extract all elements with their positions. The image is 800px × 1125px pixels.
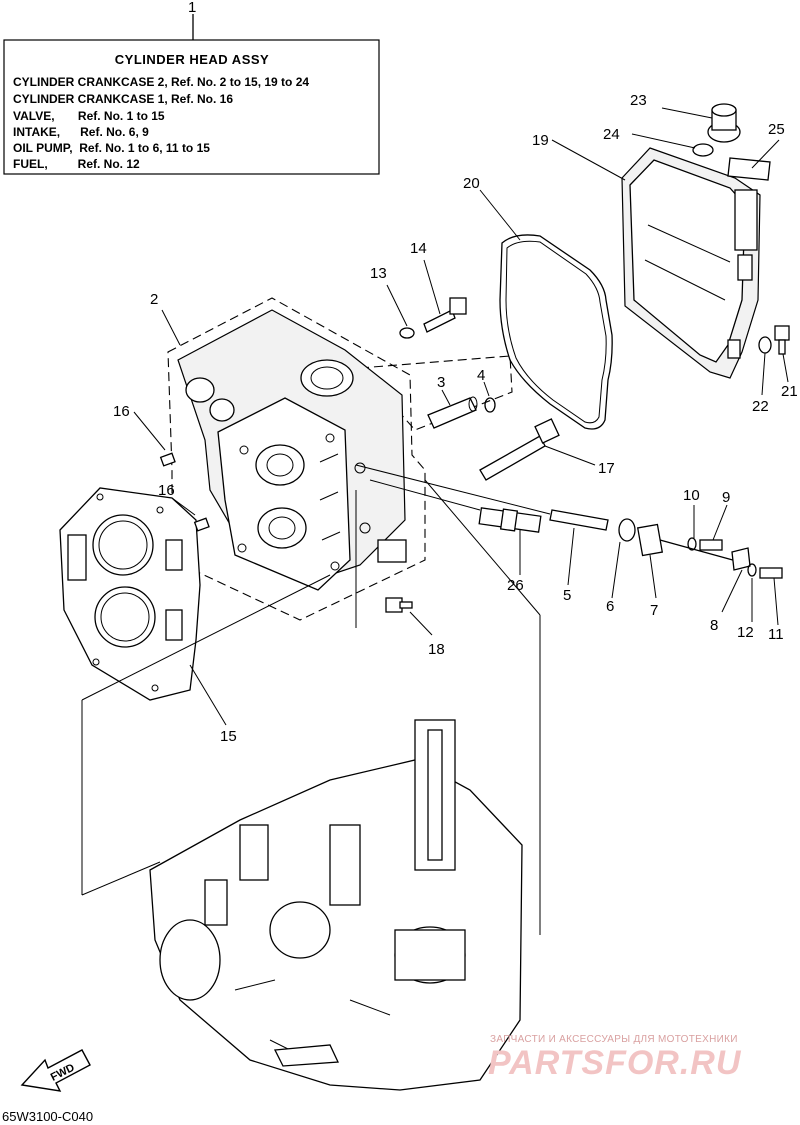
callout-16a[interactable]: 16 (113, 403, 130, 420)
label-part-25 (727, 157, 771, 181)
callout-4[interactable]: 4 (477, 367, 485, 384)
callout-19[interactable]: 19 (532, 132, 549, 149)
cylinder-head-part-2 (167, 297, 513, 621)
washer-part-22 (758, 336, 772, 354)
callout-5[interactable]: 5 (563, 587, 571, 604)
legend-line-6: FUEL, Ref. No. 12 (13, 157, 140, 171)
callout-numbers: 2 3 4 5 6 7 8 9 10 11 12 13 14 15 16 16 … (113, 92, 798, 745)
callout-16b[interactable]: 16 (158, 482, 175, 499)
oil-seal-part-6 (618, 518, 636, 542)
washer-part-13 (399, 327, 415, 339)
spark-plug-part-26 (478, 507, 542, 533)
part-4-ring (484, 397, 496, 413)
callout-23[interactable]: 23 (630, 92, 647, 109)
legend-ref-number[interactable]: 1 (188, 0, 196, 16)
callout-11[interactable]: 11 (768, 626, 784, 643)
callout-22[interactable]: 22 (752, 398, 769, 415)
part-8-clip (731, 547, 751, 571)
legend-title: CYLINDER HEAD ASSY (115, 52, 269, 67)
callout-24[interactable]: 24 (603, 126, 620, 143)
head-cover-part-19 (621, 147, 761, 379)
callout-20[interactable]: 20 (463, 175, 480, 192)
callout-7[interactable]: 7 (650, 602, 658, 619)
o-ring-part-24 (692, 143, 714, 157)
fwd-arrow-icon: FWD (20, 1049, 91, 1092)
long-bolt-part-17 (479, 418, 560, 481)
callout-6[interactable]: 6 (606, 598, 614, 615)
part-5-shaft (549, 509, 609, 531)
part-3-sleeve (427, 396, 478, 429)
oil-filler-cap-part-23 (707, 103, 741, 143)
washer-part-12 (747, 563, 757, 577)
callout-21[interactable]: 21 (781, 383, 798, 400)
callout-13[interactable]: 13 (370, 265, 387, 282)
legend-line-5: OIL PUMP, Ref. No. 1 to 6, 11 to 15 (13, 141, 210, 155)
washer-part-10 (687, 537, 697, 551)
callout-17[interactable]: 17 (598, 460, 615, 477)
callout-14[interactable]: 14 (410, 240, 427, 257)
callout-25[interactable]: 25 (768, 121, 785, 138)
legend-line-1: CYLINDER CRANKCASE 2, Ref. No. 2 to 15, … (13, 75, 309, 89)
callout-3[interactable]: 3 (437, 374, 445, 391)
bolt-part-9 (699, 539, 723, 551)
callout-12[interactable]: 12 (737, 624, 754, 641)
callout-10[interactable]: 10 (683, 487, 700, 504)
diagram-code: 65W3100-C040 (2, 1109, 93, 1124)
cylinder-block (149, 719, 523, 1091)
legend-line-4: INTAKE, Ref. No. 6, 9 (13, 125, 149, 139)
callout-2[interactable]: 2 (150, 291, 158, 308)
callout-15[interactable]: 15 (220, 728, 237, 745)
cover-bolt-part-21 (774, 325, 790, 355)
oil-pump-part-7 (636, 523, 741, 563)
legend-box: 1 CYLINDER HEAD ASSY CYLINDER CRANKCASE … (3, 0, 380, 175)
legend-line-2: CYLINDER CRANKCASE 1, Ref. No. 16 (13, 92, 233, 106)
bolt-part-18 (385, 597, 413, 613)
head-gasket-part-15 (59, 487, 201, 701)
watermark-brand: PARTSFOR.RU (488, 1044, 742, 1082)
legend-line-3: VALVE, Ref. No. 1 to 15 (13, 109, 165, 123)
dowel-pin-part-16 (159, 452, 210, 532)
callout-18[interactable]: 18 (428, 641, 445, 658)
callout-9[interactable]: 9 (722, 489, 730, 506)
watermark: ЗАПЧАСТИ И АКСЕССУАРЫ ДЛЯ МОТОТЕХНИКИ PA… (488, 1034, 742, 1082)
bolt-part-11 (759, 567, 783, 579)
cover-gasket-part-20 (499, 234, 613, 430)
leader-lines (81, 107, 789, 935)
watermark-tagline: ЗАПЧАСТИ И АКСЕССУАРЫ ДЛЯ МОТОТЕХНИКИ (490, 1034, 738, 1045)
callout-26[interactable]: 26 (507, 577, 524, 594)
callout-8[interactable]: 8 (710, 617, 718, 634)
bolt-part-14 (423, 297, 467, 333)
